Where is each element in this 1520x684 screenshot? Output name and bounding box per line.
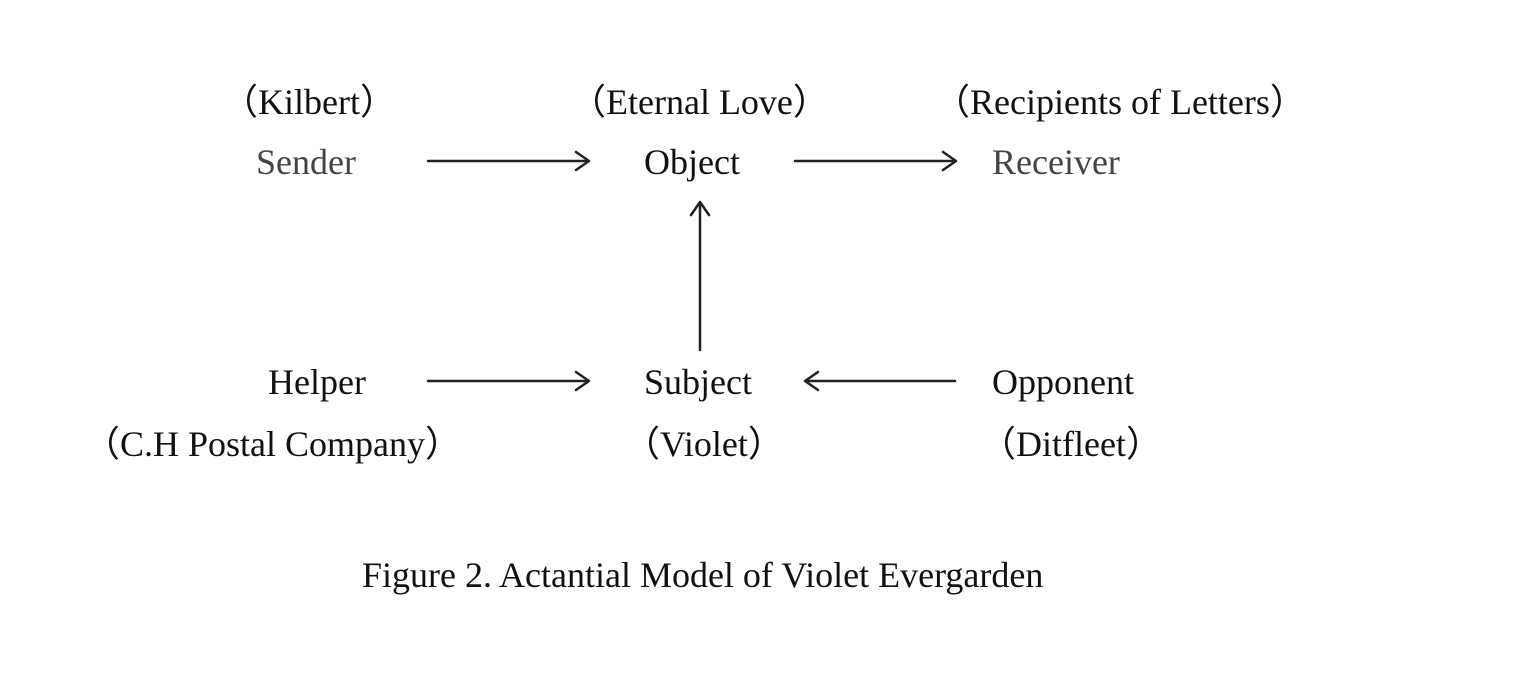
subject-note: （Violet） — [624, 424, 784, 464]
object-label: Object — [644, 142, 740, 182]
subject-label: Subject — [644, 362, 752, 402]
helper-to-subject-arrow — [426, 370, 591, 392]
helper-label: Helper — [268, 362, 366, 402]
sender-label: Sender — [256, 142, 356, 182]
opponent-note: （Ditfleet） — [980, 424, 1162, 464]
figure-caption: Figure 2. Actantial Model of Violet Ever… — [362, 555, 1044, 595]
subject-to-object-arrow — [689, 200, 711, 352]
opponent-to-subject-arrow — [803, 370, 957, 392]
sender-to-object-arrow — [426, 150, 591, 172]
receiver-label: Receiver — [992, 142, 1120, 182]
object-to-receiver-arrow — [793, 150, 958, 172]
receiver-note: （Recipients of Letters） — [934, 82, 1306, 122]
object-note: （Eternal Love） — [570, 82, 829, 122]
sender-note: （Kilbert） — [222, 82, 396, 122]
helper-note: （C.H Postal Company） — [84, 424, 462, 464]
opponent-label: Opponent — [992, 362, 1134, 402]
